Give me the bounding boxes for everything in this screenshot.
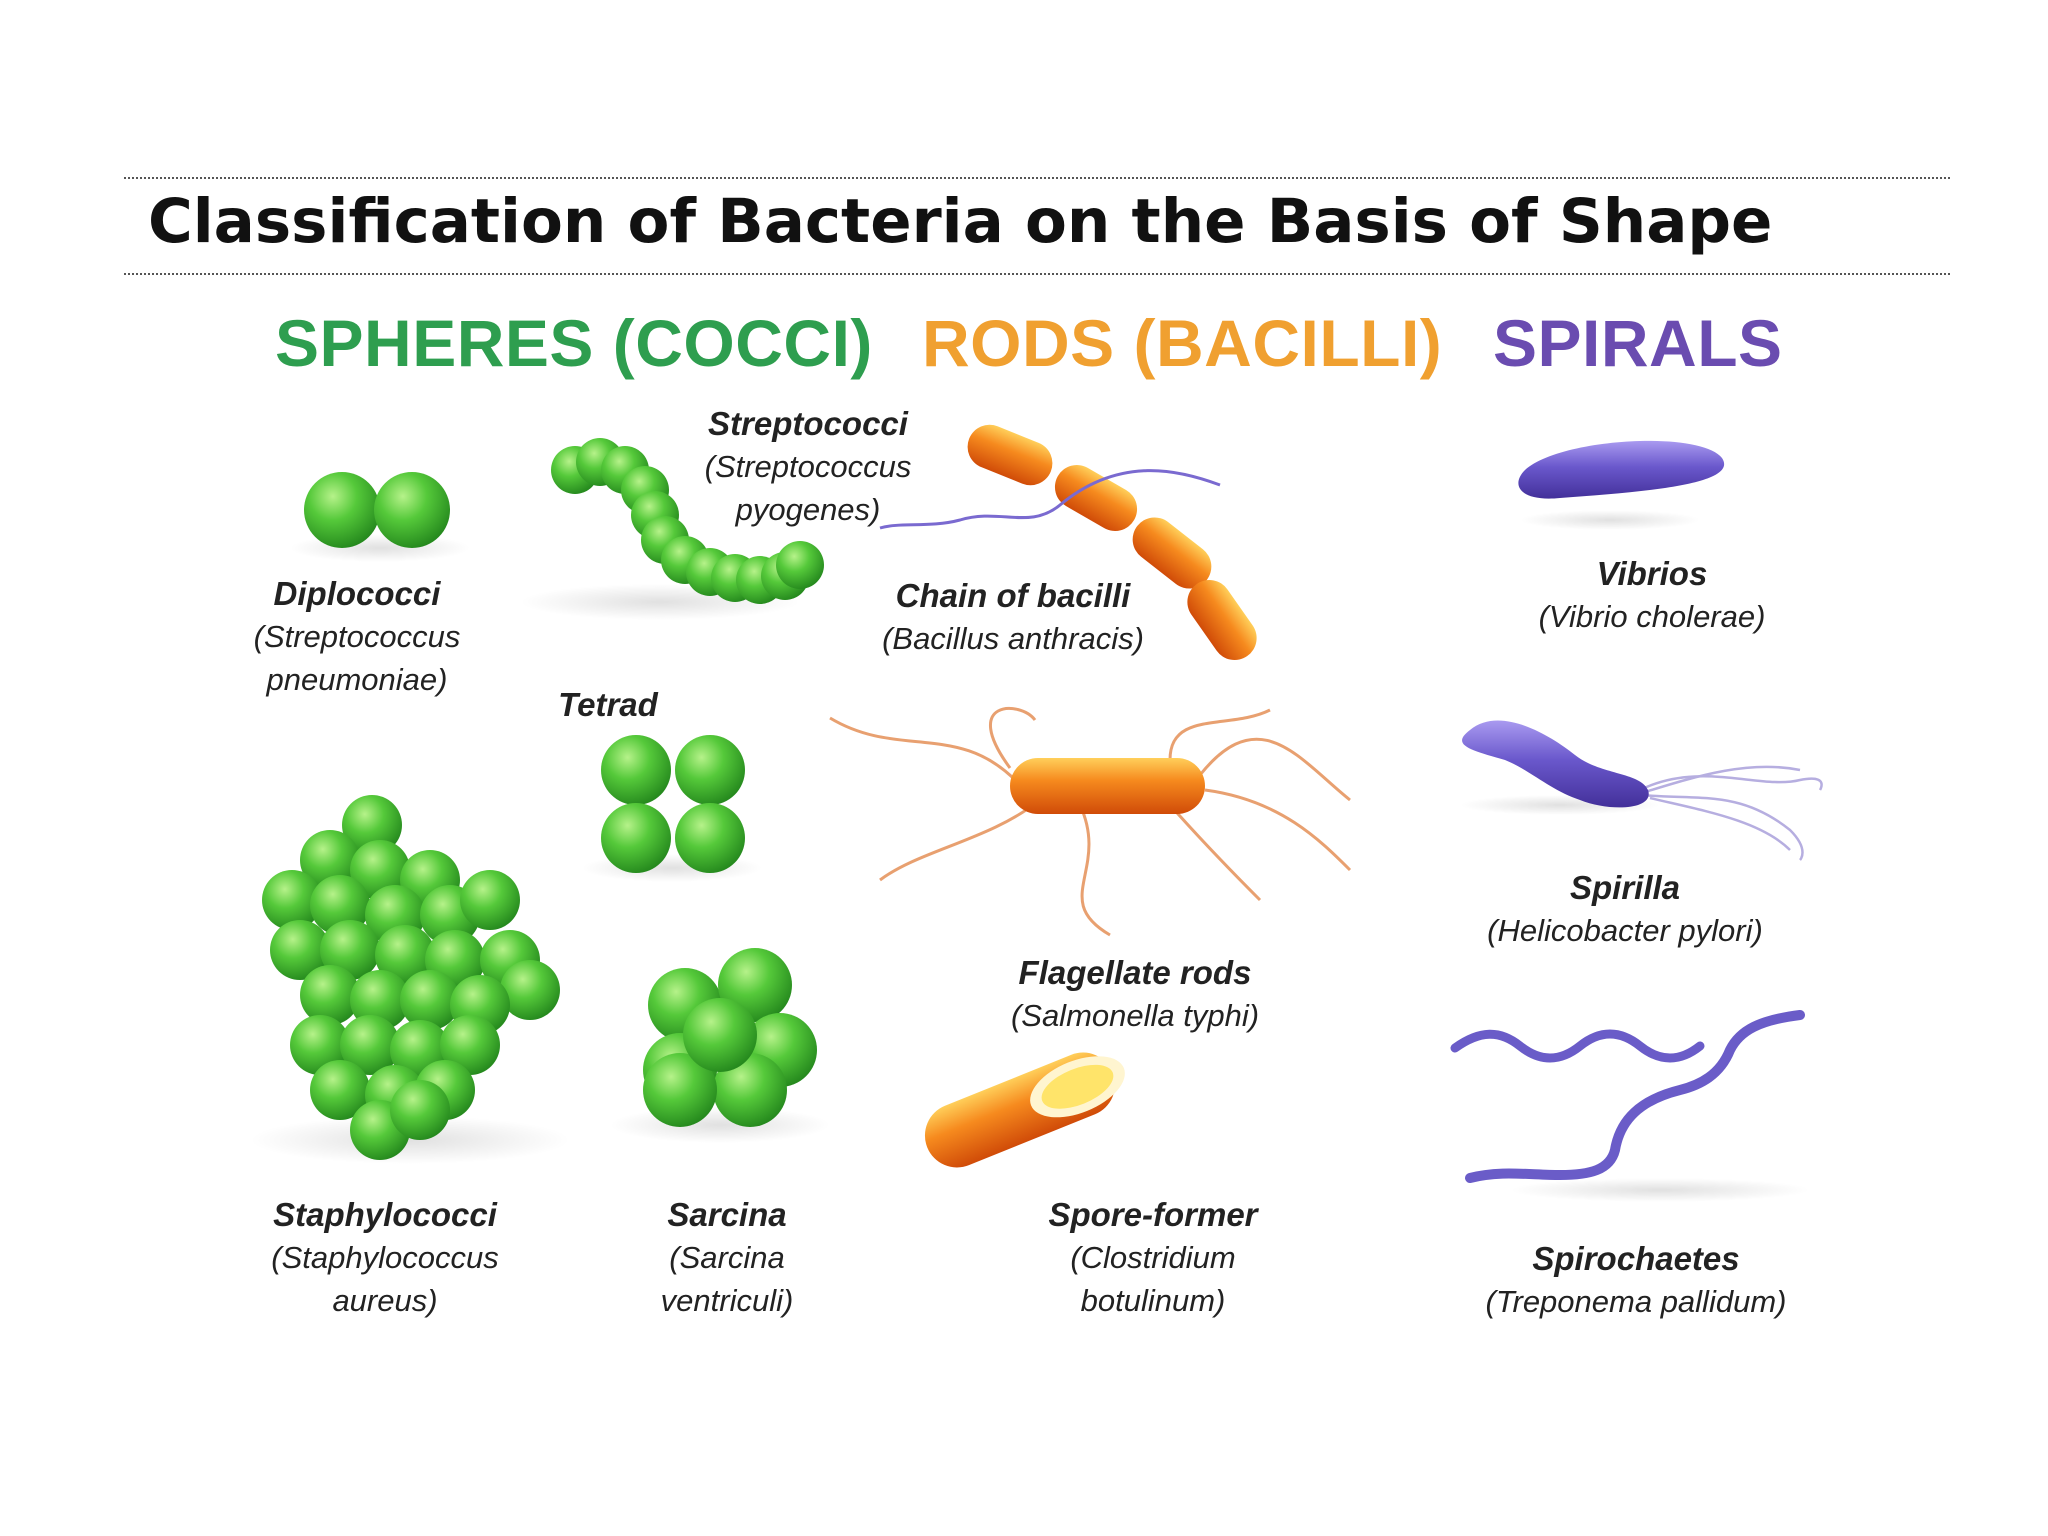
label-diplococci-name: Diplococci (254, 572, 461, 615)
label-diplococci-species-1: (Streptococcus (254, 615, 461, 658)
label-streptococci-species-2: pyogenes) (705, 488, 912, 531)
label-sarcina-species-2: ventriculi) (661, 1279, 794, 1322)
label-flagellate-rods-name: Flagellate rods (1011, 951, 1259, 994)
label-flagellate-rods-species-1: (Salmonella typhi) (1011, 994, 1259, 1037)
label-spirochaetes-name: Spirochaetes (1486, 1237, 1787, 1280)
label-diplococci-species-2: pneumoniae) (254, 658, 461, 701)
label-spirilla-species-1: (Helicobacter pylori) (1487, 909, 1763, 952)
label-vibrios-name: Vibrios (1539, 552, 1766, 595)
label-spore-former-species-1: (Clostridium (1048, 1236, 1257, 1279)
spore-former (915, 1038, 1136, 1177)
flagellate-rod (830, 708, 1350, 935)
label-spirilla: Spirilla (Helicobacter pylori) (1487, 866, 1763, 952)
sarcina-cube (610, 948, 830, 1143)
label-chain-of-bacilli-name: Chain of bacilli (882, 574, 1144, 617)
spirochaetes-cells (1455, 1015, 1810, 1202)
label-sarcina-name: Sarcina (661, 1193, 794, 1236)
label-spore-former-name: Spore-former (1048, 1193, 1257, 1236)
label-staphylococci: Staphylococci (Staphylococcus aureus) (271, 1193, 498, 1322)
label-spirilla-name: Spirilla (1487, 866, 1763, 909)
label-diplococci: Diplococci (Streptococcus pneumoniae) (254, 572, 461, 701)
diplococci-cells (290, 472, 470, 562)
label-vibrios-species-1: (Vibrio cholerae) (1539, 595, 1766, 638)
label-sarcina-species-1: (Sarcina (661, 1236, 794, 1279)
label-chain-of-bacilli: Chain of bacilli (Bacillus anthracis) (882, 574, 1144, 660)
label-spore-former-species-2: botulinum) (1048, 1279, 1257, 1322)
label-staphylococci-species-2: aureus) (271, 1279, 498, 1322)
label-spirochaetes-species-1: (Treponema pallidum) (1486, 1280, 1787, 1323)
label-flagellate-rods: Flagellate rods (Salmonella typhi) (1011, 951, 1259, 1037)
label-staphylococci-species-1: (Staphylococcus (271, 1236, 498, 1279)
label-vibrios: Vibrios (Vibrio cholerae) (1539, 552, 1766, 638)
label-spore-former: Spore-former (Clostridium botulinum) (1048, 1193, 1257, 1322)
spirillum-cell (1460, 720, 1822, 860)
staphylococci-cluster (250, 795, 570, 1164)
tetrad-cells (582, 735, 762, 882)
label-streptococci: Streptococci (Streptococcus pyogenes) (705, 402, 912, 531)
label-staphylococci-name: Staphylococci (271, 1193, 498, 1236)
label-spirochaetes: Spirochaetes (Treponema pallidum) (1486, 1237, 1787, 1323)
label-streptococci-species-1: (Streptococcus (705, 445, 912, 488)
label-chain-of-bacilli-species-1: (Bacillus anthracis) (882, 617, 1144, 660)
label-tetrad: Tetrad (558, 683, 658, 726)
label-streptococci-name: Streptococci (705, 402, 912, 445)
label-sarcina: Sarcina (Sarcina ventriculi) (661, 1193, 794, 1322)
label-tetrad-name: Tetrad (558, 683, 658, 726)
